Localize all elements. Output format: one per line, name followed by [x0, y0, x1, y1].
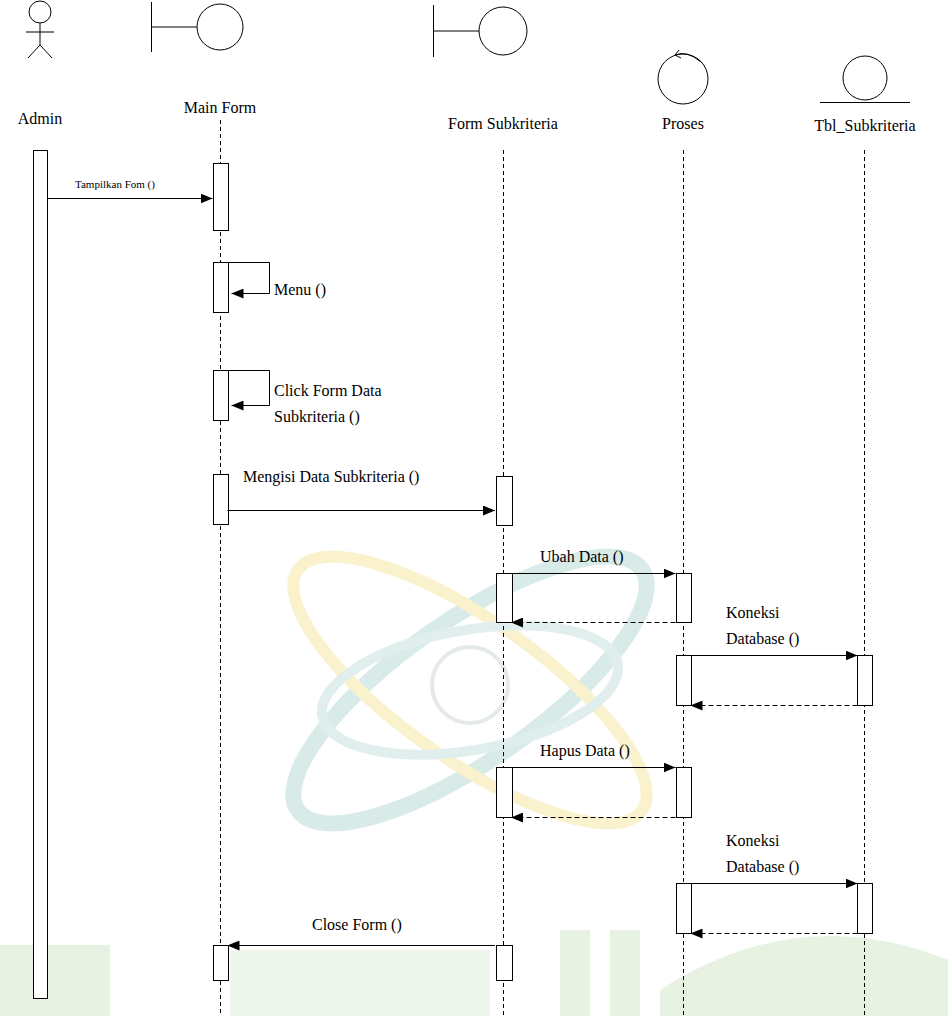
lifeline-participant: Tbl_Subkriteria [810, 52, 920, 135]
message-label: Ubah Data () [540, 544, 670, 570]
participant-symbol [150, 0, 244, 58]
message-label: Koneksi Database () [726, 828, 836, 880]
message-arrow [228, 945, 496, 946]
message-arrow [511, 573, 676, 574]
message-arrow [228, 510, 496, 511]
lifeline-participant: Main Form [150, 0, 290, 117]
message-arrow [511, 767, 676, 768]
participant-name: Proses [653, 115, 713, 133]
lifeline-participant: Admin [14, 0, 67, 128]
message-label: Close Form () [312, 912, 442, 938]
participant-symbol [20, 0, 60, 66]
message-label: Hapus Data () [540, 738, 670, 764]
lifeline-participant: Form Subkriteria [432, 2, 574, 133]
message-label: Tampilkan Fom () [75, 176, 215, 192]
participant-name: Tbl_Subkriteria [810, 117, 920, 135]
participant-symbol [818, 52, 912, 112]
message-arrow [228, 263, 270, 294]
lifeline-participant: Proses [653, 44, 713, 133]
return-message [511, 622, 676, 623]
message-arrow [228, 371, 270, 406]
participant-name: Main Form [150, 99, 290, 117]
message-label: Menu () [274, 277, 394, 303]
message-label: Mengisi Data Subkriteria () [243, 464, 488, 490]
message-label: Click Form Data Subkriteria () [274, 378, 424, 430]
return-message [511, 817, 676, 818]
message-arrow [691, 655, 858, 656]
message-arrow [47, 198, 213, 199]
return-message [691, 933, 858, 934]
participant-name: Form Subkriteria [432, 115, 574, 133]
participant-symbol [653, 44, 713, 110]
return-message [691, 705, 858, 706]
participant-name: Admin [14, 110, 67, 128]
message-label: Koneksi Database () [726, 600, 836, 652]
participant-symbol [432, 3, 528, 63]
message-arrow [691, 883, 858, 884]
